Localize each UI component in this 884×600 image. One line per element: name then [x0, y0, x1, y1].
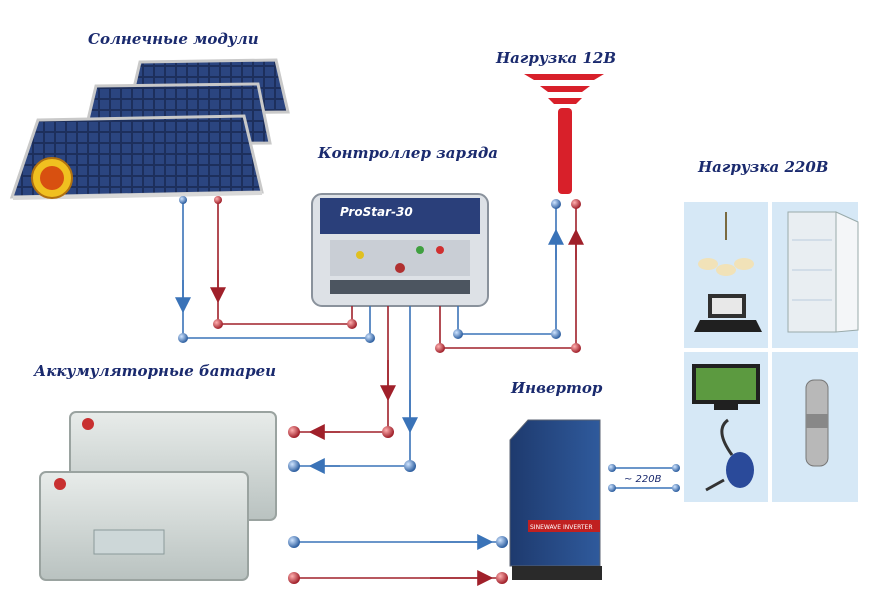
solar-panels: [9, 58, 290, 200]
inverter-device: SINEWAVE INVERTER: [509, 419, 602, 580]
vacuum-cleaner-icon: [705, 418, 754, 492]
water-pump-icon: [805, 379, 829, 467]
refrigerator-icon: [787, 211, 859, 333]
junction-dots: [178, 196, 680, 584]
chandelier-icon: [698, 212, 754, 276]
sun-logo-icon: [31, 157, 73, 199]
charge-controller-label: Контроллер заряда: [317, 144, 498, 162]
batteries-label: Аккумуляторные батареи: [33, 362, 276, 380]
solar-modules-label: Солнечные модули: [88, 30, 259, 48]
controller-brand: ProStar-30: [340, 205, 413, 219]
tv-icon: [692, 364, 760, 410]
inverter-label: Инвертор: [510, 379, 603, 397]
laptop-icon: [694, 294, 762, 332]
dc-lamp-load: [524, 74, 604, 194]
load-220v-label: Нагрузка 220В: [697, 158, 828, 176]
load-12v-label: Нагрузка 12В: [495, 49, 616, 67]
charge-controller: ProStar-30: [311, 193, 489, 307]
ac-output-label: ~ 220В: [624, 474, 662, 485]
battery-bank: [39, 411, 277, 581]
inverter-brand: SINEWAVE INVERTER: [530, 524, 593, 531]
ac-loads-panel: [684, 202, 859, 502]
